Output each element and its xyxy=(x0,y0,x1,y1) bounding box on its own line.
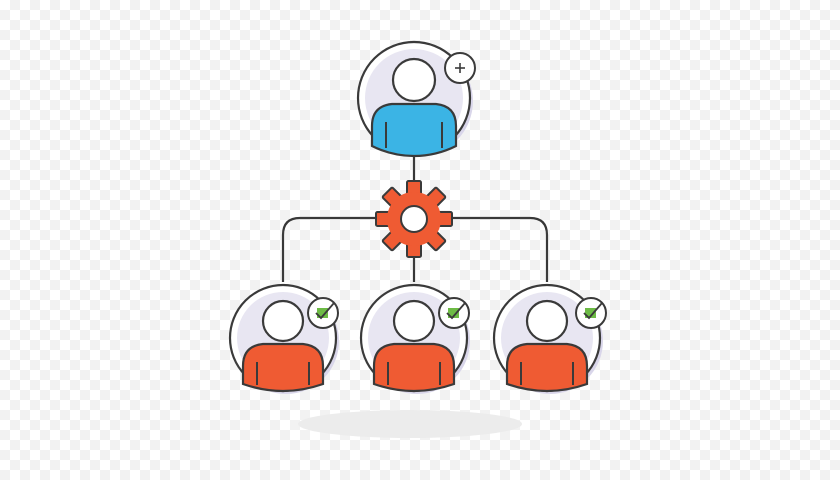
manager-node xyxy=(356,40,476,158)
member-avatar xyxy=(372,299,456,393)
check-icon xyxy=(307,297,339,329)
connector-hub-to-right xyxy=(448,216,549,282)
member-avatar xyxy=(241,299,325,393)
member-node-center xyxy=(359,283,470,394)
manager-avatar xyxy=(370,57,458,158)
plus-icon xyxy=(444,52,476,84)
check-icon xyxy=(575,297,607,329)
member-node-right xyxy=(492,283,607,394)
gear-icon xyxy=(375,180,453,258)
member-avatar xyxy=(505,299,589,393)
member-node-left xyxy=(228,283,339,394)
ground-shadow xyxy=(298,410,522,438)
connector-hub-to-left xyxy=(281,216,380,282)
check-icon xyxy=(438,297,470,329)
